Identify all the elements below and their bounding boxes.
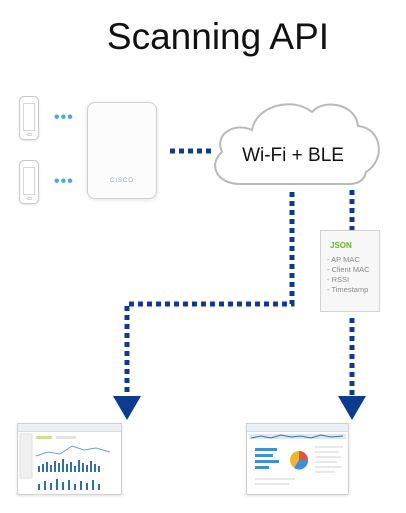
- json-title: JSON: [330, 241, 352, 250]
- json-field: - RSSI: [327, 275, 350, 284]
- analytics-dashboard-thumbnail: [17, 423, 122, 495]
- smartphone-icon: [19, 160, 39, 204]
- location-analytics-dashboard-thumbnail: [246, 423, 349, 495]
- document-icon: JSON - AP MAC - Client MAC - RSSI - Time…: [320, 230, 380, 312]
- json-field-list: - AP MAC - Client MAC - RSSI - Timestamp: [327, 255, 370, 295]
- json-field: - Client MAC: [327, 265, 370, 274]
- cloud-label: Wi-Fi + BLE: [242, 145, 344, 166]
- page-title: Scanning API: [106, 16, 330, 57]
- wireless-access-point-icon: CISCO: [87, 102, 157, 199]
- cloud-to-left-dashboard-connector: [124, 192, 295, 396]
- arrow-down-icon: [113, 396, 141, 420]
- smartphone-icon: [19, 96, 39, 140]
- cloud-icon: Wi-Fi + BLE: [200, 88, 386, 196]
- json-field: - Timestamp: [327, 285, 369, 294]
- signal-dots-icon: •••: [54, 109, 74, 126]
- json-field: - AP MAC: [327, 255, 360, 264]
- signal-dots-icon: •••: [54, 173, 74, 190]
- brand-logo: CISCO: [109, 178, 134, 184]
- arrow-down-icon: [338, 396, 366, 420]
